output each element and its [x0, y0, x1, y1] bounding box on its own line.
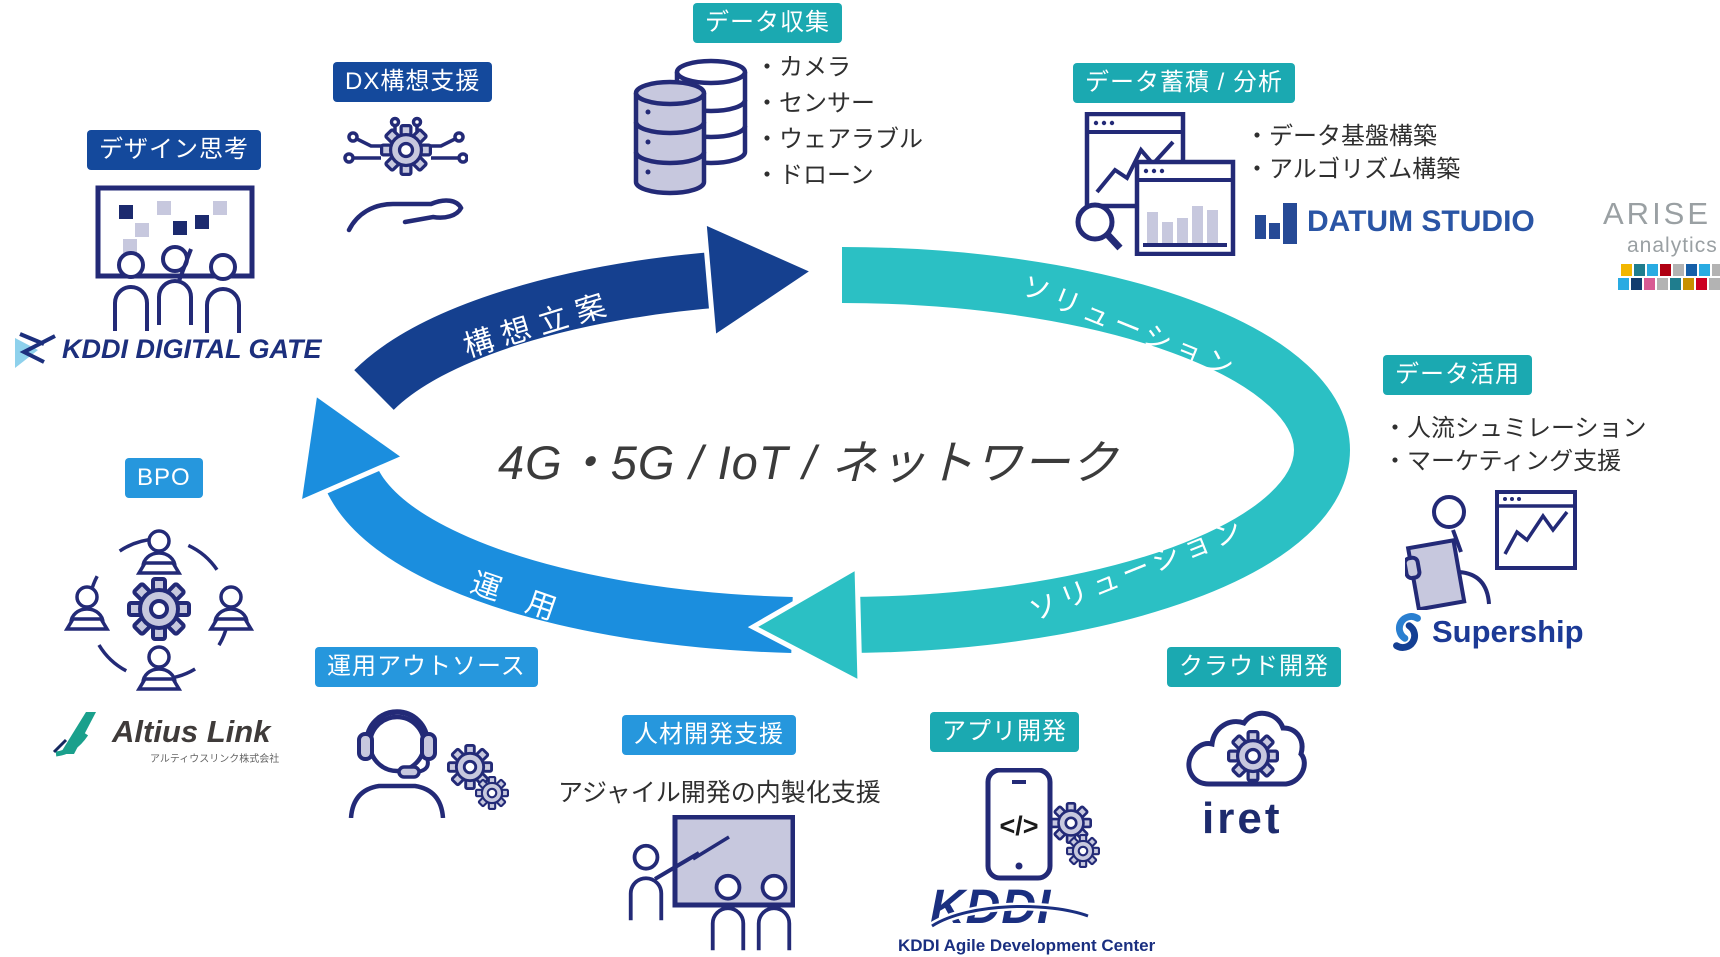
badge-cloud-dev: クラウド開発	[1167, 647, 1341, 687]
hr-dev-note: アジャイル開発の内製化支援	[558, 779, 881, 807]
cloud-dev-icon	[1186, 711, 1307, 787]
app-dev-icon: </>	[985, 768, 1100, 881]
bullet-item: ・データ基盤構築	[1245, 123, 1437, 150]
badge-design-thinking: デザイン思考	[87, 130, 261, 170]
altius-link-icon	[52, 712, 96, 757]
dx-support-icon	[343, 116, 468, 233]
kddi-digital-gate-text: KDDI DIGITAL GATE	[62, 334, 322, 364]
bullet-item: ・カメラ	[755, 54, 851, 81]
badge-hr-dev: 人材開発支援	[622, 715, 796, 755]
bullet-item: ・アルゴリズム構築	[1245, 156, 1461, 183]
badge-bpo: BPO	[125, 458, 203, 498]
ops-outsource-icon	[348, 709, 509, 818]
supership-text: Supership	[1432, 614, 1584, 649]
bullet-item: ・ウェアラブル	[755, 126, 923, 153]
center-network-label: 4G・5G / IoT / ネットワーク	[498, 436, 1119, 489]
data-collection-icon	[633, 58, 748, 196]
arise-sub-text: analytics	[1627, 234, 1718, 257]
badge-data-analysis: データ蓄積 / 分析	[1073, 63, 1296, 103]
badge-app-dev: アプリ開発	[930, 712, 1079, 752]
badge-ops-outsource: 運用アウトソース	[315, 647, 538, 687]
bpo-icon	[65, 529, 253, 691]
data-analysis-icon	[1075, 112, 1236, 256]
arise-text: ARISE	[1603, 196, 1712, 231]
datum-studio-icon	[1255, 203, 1297, 244]
solution-arrowhead	[747, 562, 863, 688]
bullet-item: ・人流シュミレーション	[1383, 415, 1647, 442]
plan-arrowhead	[701, 217, 820, 343]
hr-dev-icon	[628, 815, 795, 957]
badge-data-utilization: データ活用	[1383, 355, 1532, 395]
altius-link-text: Altius Link	[112, 714, 271, 749]
data-utilization-icon	[1405, 490, 1577, 610]
bullet-item: ・マーケティング支援	[1383, 448, 1622, 475]
arise-analytics-logo: ARISE analytics	[1603, 196, 1720, 290]
kddi-digital-gate-icon	[15, 332, 56, 368]
design-thinking-icon	[95, 185, 255, 333]
operation-arrowhead	[295, 388, 411, 508]
arise-mosaic-row1	[1621, 264, 1720, 276]
altius-link-sub-text: アルティウスリンク株式会社	[150, 754, 280, 765]
bullet-item: ・ドローン	[755, 162, 874, 189]
arise-mosaic-row2	[1618, 278, 1720, 290]
datum-studio-text: DATUM STUDIO	[1307, 205, 1535, 238]
supership-icon	[1393, 613, 1421, 651]
svg-text:</>: </>	[999, 811, 1038, 841]
kddi-swoosh	[930, 902, 1090, 930]
data-analysis-bullets: ・データ基盤構築 ・アルゴリズム構築	[1245, 120, 1460, 186]
data-utilization-bullets: ・人流シュミレーション ・マーケティング支援	[1383, 412, 1647, 478]
iret-logo: iret	[1202, 794, 1283, 843]
bullet-item: ・センサー	[755, 90, 875, 117]
kddi-agile-text: KDDI Agile Development Center	[898, 936, 1156, 955]
badge-dx-support: DX構想支援	[333, 62, 493, 102]
data-collection-bullets: ・カメラ ・センサー ・ウェアラブル ・ドローン	[755, 50, 923, 194]
badge-data-collection: データ収集	[693, 3, 842, 43]
